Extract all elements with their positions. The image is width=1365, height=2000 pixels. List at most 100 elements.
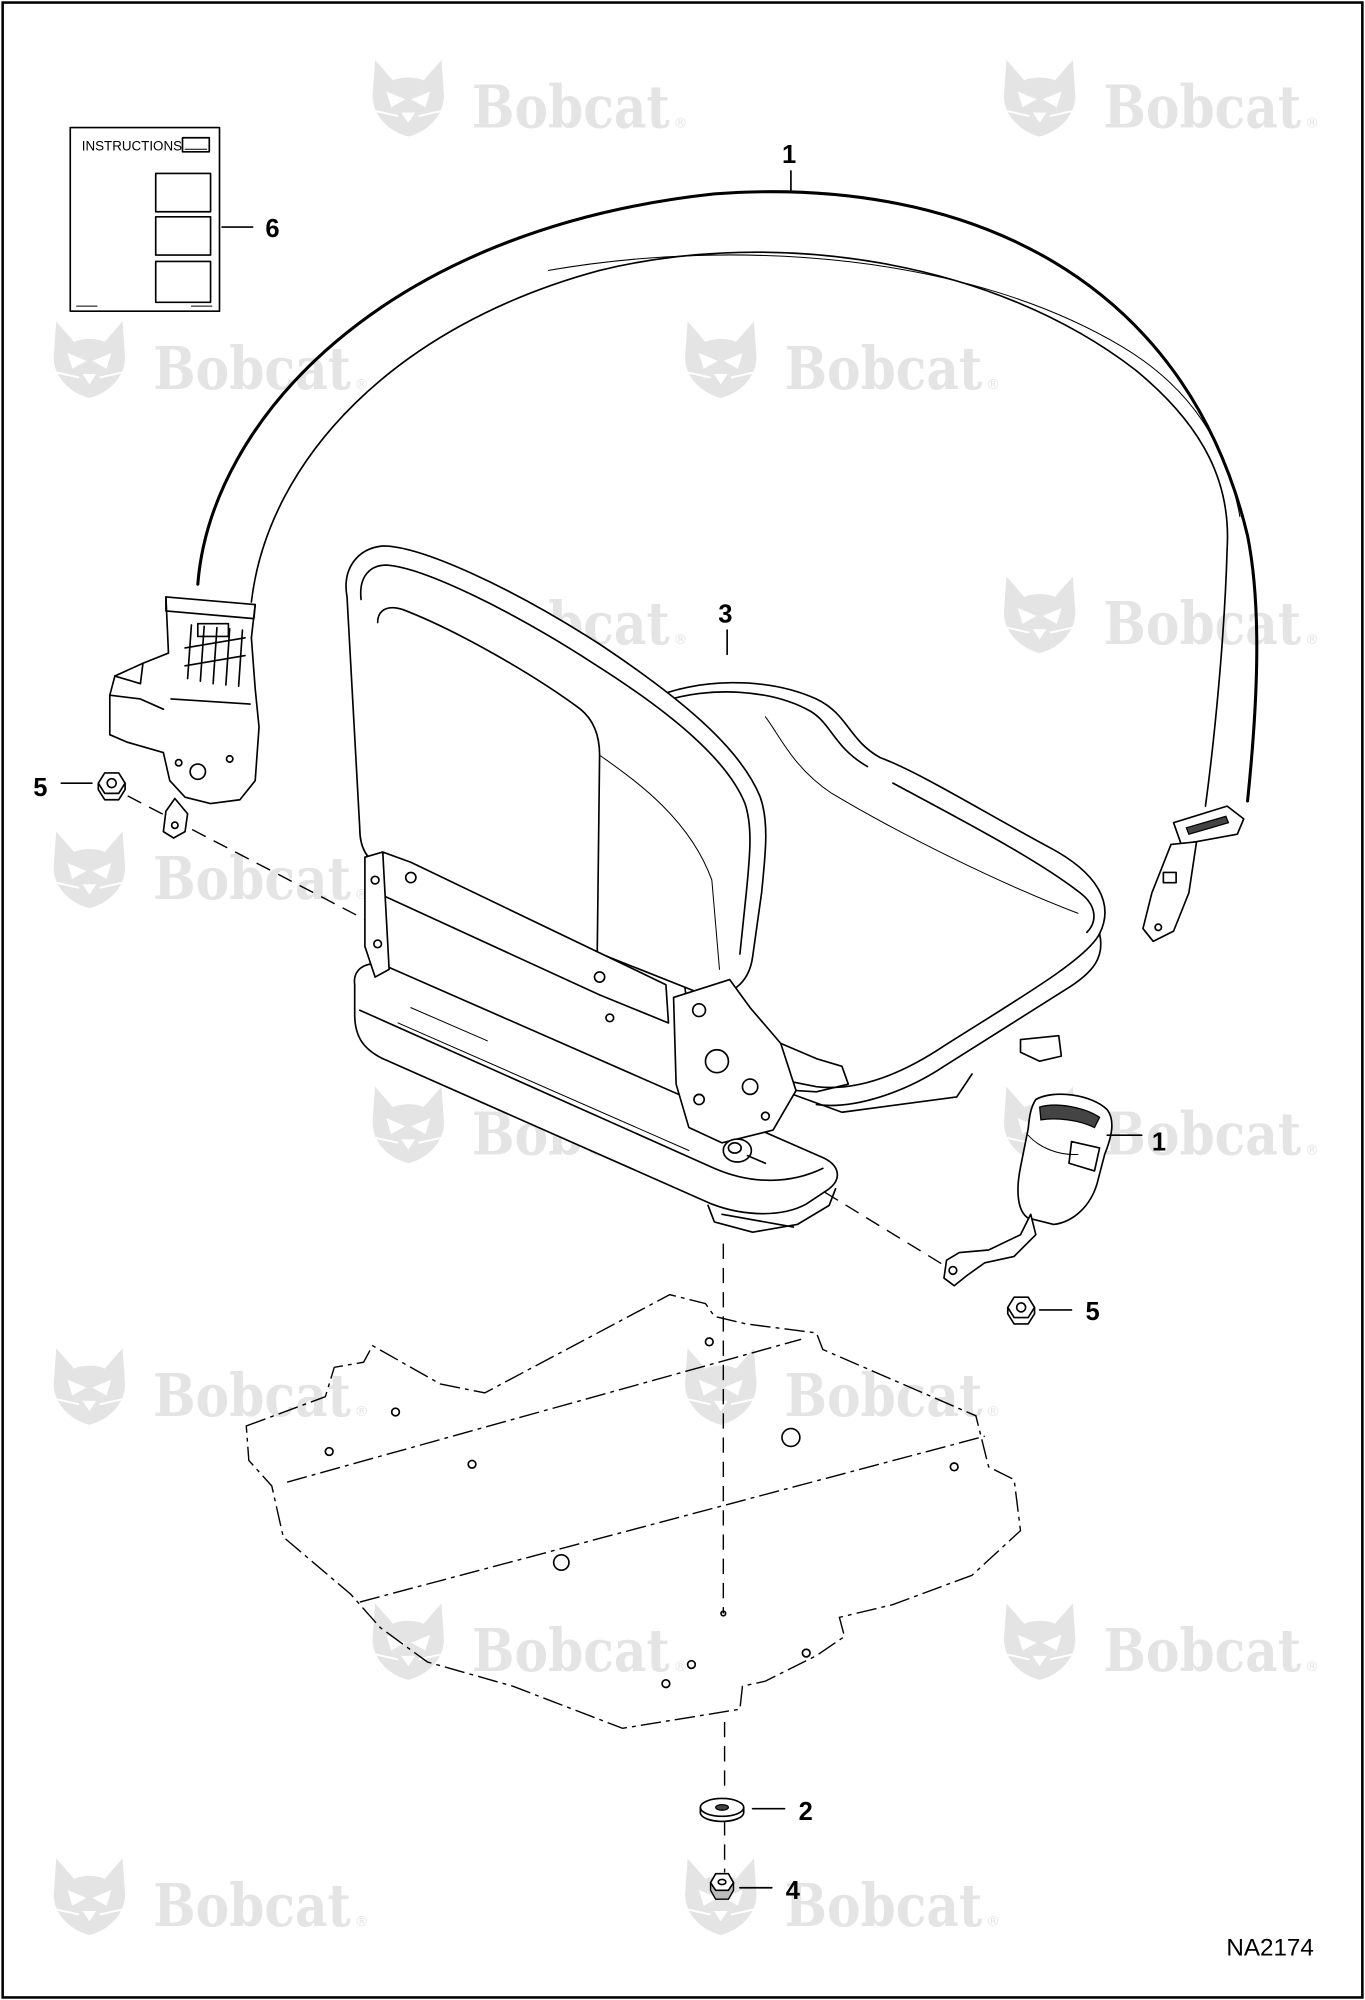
hex-nut-left-face (97, 772, 126, 795)
floor-plate-phantom (245, 1293, 1022, 1730)
seat-cushion-contour (764, 716, 1079, 914)
floor-plate-hole (467, 1459, 477, 1469)
watermark: Bobcat® (53, 1348, 369, 1430)
watermark-text: Bobcat (153, 844, 351, 913)
floor-plate-hole (949, 1462, 959, 1472)
bobcat-logo-watermark (53, 321, 126, 398)
belt-buckle (943, 1093, 1113, 1287)
seat-cushion (649, 681, 1106, 1089)
watermark-registered-mark: ® (355, 1404, 369, 1420)
hex-nut-right-bore (1015, 1302, 1027, 1313)
seat-plate-bolt-left (404, 871, 417, 884)
seat-adjuster-rivet-low (760, 1111, 771, 1121)
bobcat-logo-watermark-detail (687, 1379, 755, 1412)
watermark-text: Bobcat (153, 1871, 351, 1940)
bobcat-logo-watermark (53, 1858, 126, 1935)
watermark-registered-mark: ® (986, 377, 1000, 393)
watermark-text: Bobcat (153, 1361, 351, 1430)
belt-tongue-hole (1154, 923, 1163, 932)
floor-plate-fold-line-upper (286, 1338, 802, 1483)
seat-slide-rails (707, 1187, 837, 1233)
seat-adjuster-knob-stem (746, 1154, 767, 1165)
hex-nut-left-bore (106, 777, 118, 789)
watermark-text: Bobcat (1103, 1616, 1301, 1685)
floor-plate-hole-large (552, 1554, 570, 1571)
seat-plate-bolt-lower (605, 1013, 615, 1023)
bobcat-logo-watermark (372, 1603, 444, 1680)
bobcat-logo-watermark-detail (687, 1889, 755, 1922)
belt-strap-end-slot (1185, 815, 1230, 835)
bobcat-logo-watermark (372, 1086, 444, 1164)
watermark-text: Bobcat (472, 73, 670, 142)
seat-backrest-welt (359, 564, 751, 955)
retractor-label-tab (196, 622, 230, 638)
bobcat-logo-watermark-detail (56, 352, 123, 385)
floor-plate-hole (661, 1679, 671, 1689)
bobcat-logo-watermark (53, 831, 126, 909)
seat-base-right-edge (770, 1073, 973, 1114)
hex-nut-bottom (709, 1872, 735, 1900)
flat-washer-hole (715, 1803, 730, 1811)
retractor-rivet-left (174, 758, 183, 767)
buckle-anchor-hole (948, 1265, 958, 1276)
belt-tongue (1142, 841, 1198, 943)
instructions-panel-2 (154, 216, 212, 256)
floor-plate-fold-line-lower (359, 1435, 985, 1603)
watermark-text: Bobcat (1103, 1099, 1301, 1168)
watermark-registered-mark: ® (355, 377, 369, 393)
bobcat-logo-watermark-detail (56, 863, 123, 895)
bobcat-logo-watermark (1003, 59, 1076, 137)
retractor-top-cap (165, 596, 257, 620)
bobcat-logo-watermark-detail (374, 1634, 442, 1667)
hex-nut-left (97, 772, 126, 801)
seat-belt-strap (196, 190, 1259, 807)
bobcat-logo-watermark (1003, 1603, 1076, 1680)
watermark-text: Bobcat (1103, 589, 1301, 658)
watermark-text: Bobcat (472, 1616, 670, 1685)
instructions-title-box (181, 136, 211, 153)
bobcat-logo-watermark-detail (374, 91, 442, 123)
watermark-text: Bobcat (153, 334, 351, 403)
callout-2: 2 (799, 1798, 813, 1826)
watermark-text: Bobcat (785, 1871, 983, 1940)
bobcat-logo-watermark-detail (687, 352, 755, 385)
assembly-line-left-anchor (127, 795, 373, 925)
floor-plate-hole (704, 1337, 714, 1347)
seat-mount-bracket-right (1019, 1034, 1063, 1063)
belt-tongue-slot (1162, 871, 1177, 884)
seat-backrest-rear-panel (376, 606, 601, 971)
bobcat-logo-watermark (372, 59, 444, 137)
retractor-mount-hole (189, 763, 207, 781)
seat-base-rim (358, 1009, 824, 1182)
callout-6: 6 (265, 215, 279, 243)
watermark: Bobcat® (1003, 1086, 1319, 1168)
watermark-registered-mark: ® (1305, 116, 1319, 132)
watermark-registered-mark: ® (986, 1404, 1000, 1420)
callout-5-right: 5 (1086, 1298, 1100, 1326)
buckle-tongue-opening (1038, 1104, 1101, 1129)
retractor-hook-hole (170, 821, 179, 830)
floor-plate-hole (390, 1407, 401, 1417)
seat-plate-bolt-right (593, 971, 606, 983)
bobcat-logo-watermark-detail (56, 1379, 123, 1412)
bobcat-logo-watermark-detail (1006, 1634, 1074, 1667)
watermark: Bobcat® (685, 1348, 1000, 1430)
callout-1-belt: 1 (782, 141, 796, 169)
watermark: Bobcat® (1003, 1603, 1319, 1685)
seat-left-mechanism-pivot (370, 875, 380, 885)
instructions-panel-1 (154, 172, 212, 213)
seat-adjuster-pivot-top (691, 1002, 707, 1018)
floor-plate-mount-point (720, 1610, 727, 1617)
watermark-registered-mark: ® (355, 1914, 369, 1930)
seat-adjuster-knob-cap (727, 1142, 743, 1154)
seat-cushion-front-face (815, 932, 1102, 1107)
hex-nut-right (1006, 1296, 1036, 1325)
retractor-lower-plate-line (170, 698, 251, 705)
seat-adjuster-rivet (693, 1093, 706, 1106)
watermark-registered-mark: ® (986, 1914, 1000, 1930)
watermark-registered-mark: ® (1305, 1142, 1319, 1158)
callout-1-buckle: 1 (1152, 1129, 1166, 1157)
